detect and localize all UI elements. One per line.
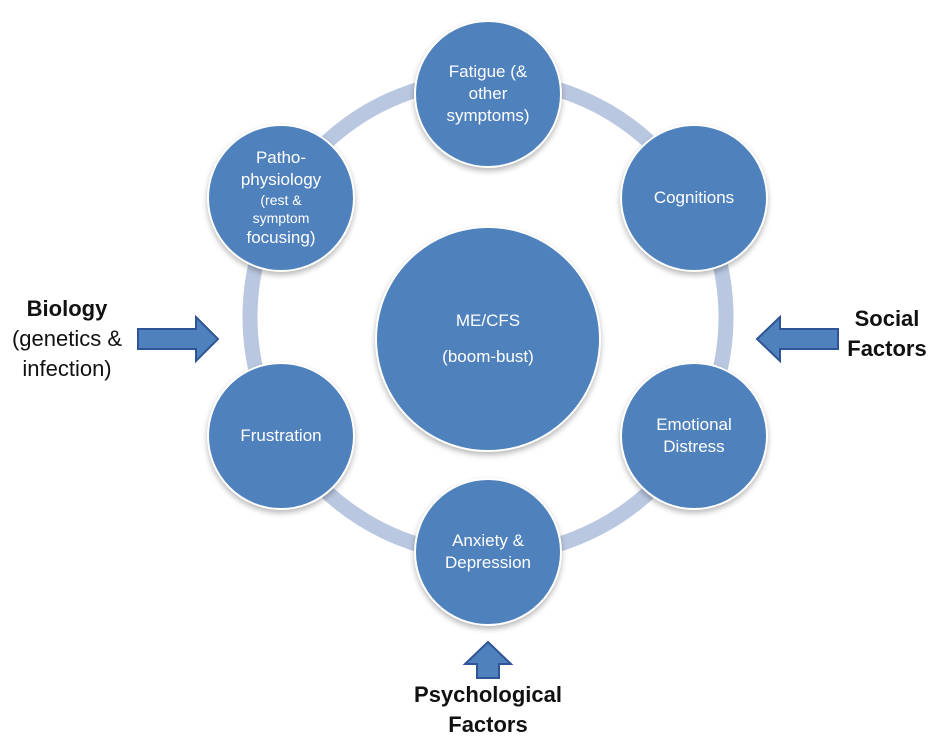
node-anxiety-depression: Anxiety & Depression [414,478,562,626]
factor-social-title2: Factors [847,336,927,361]
node-cognitions: Cognitions [620,124,768,272]
node-anxiety-depression-label: Anxiety & Depression [445,531,531,572]
factor-psychological-title1: Psychological [414,682,562,707]
factor-biology-sub1: (genetics & [11,326,123,351]
social-arrow-icon [755,314,839,364]
node-frustration: Frustration [207,362,355,510]
node-pathophysiology: Patho- physiology (rest & symptom focusi… [207,124,355,272]
factor-biology: Biology (genetics & infection) [0,294,134,384]
node-frustration-label: Frustration [240,426,322,445]
factor-psychological-title2: Factors [448,712,528,737]
node-fatigue: Fatigue (& other symptoms) [414,20,562,168]
biology-arrow-icon [137,314,220,364]
factor-biology-title: Biology [26,296,108,321]
factor-psychological: Psychological Factors [408,680,568,740]
node-emotional-distress: Emotional Distress [620,362,768,510]
psychological-arrow-icon [462,640,514,679]
factor-social-title1: Social [854,306,920,331]
factor-biology-sub2: infection) [22,356,112,381]
node-cognitions-label: Cognitions [653,188,735,207]
center-node-me-cfs: ME/CFS (boom-bust) [375,226,601,452]
center-node-label: ME/CFS (boom-bust) [442,311,534,366]
node-emotional-distress-label: Emotional Distress [656,415,732,456]
node-pathophysiology-label: Patho- physiology (rest & symptom focusi… [240,148,322,247]
factor-social: Social Factors [840,304,934,364]
node-fatigue-label: Fatigue (& other symptoms) [446,62,530,125]
